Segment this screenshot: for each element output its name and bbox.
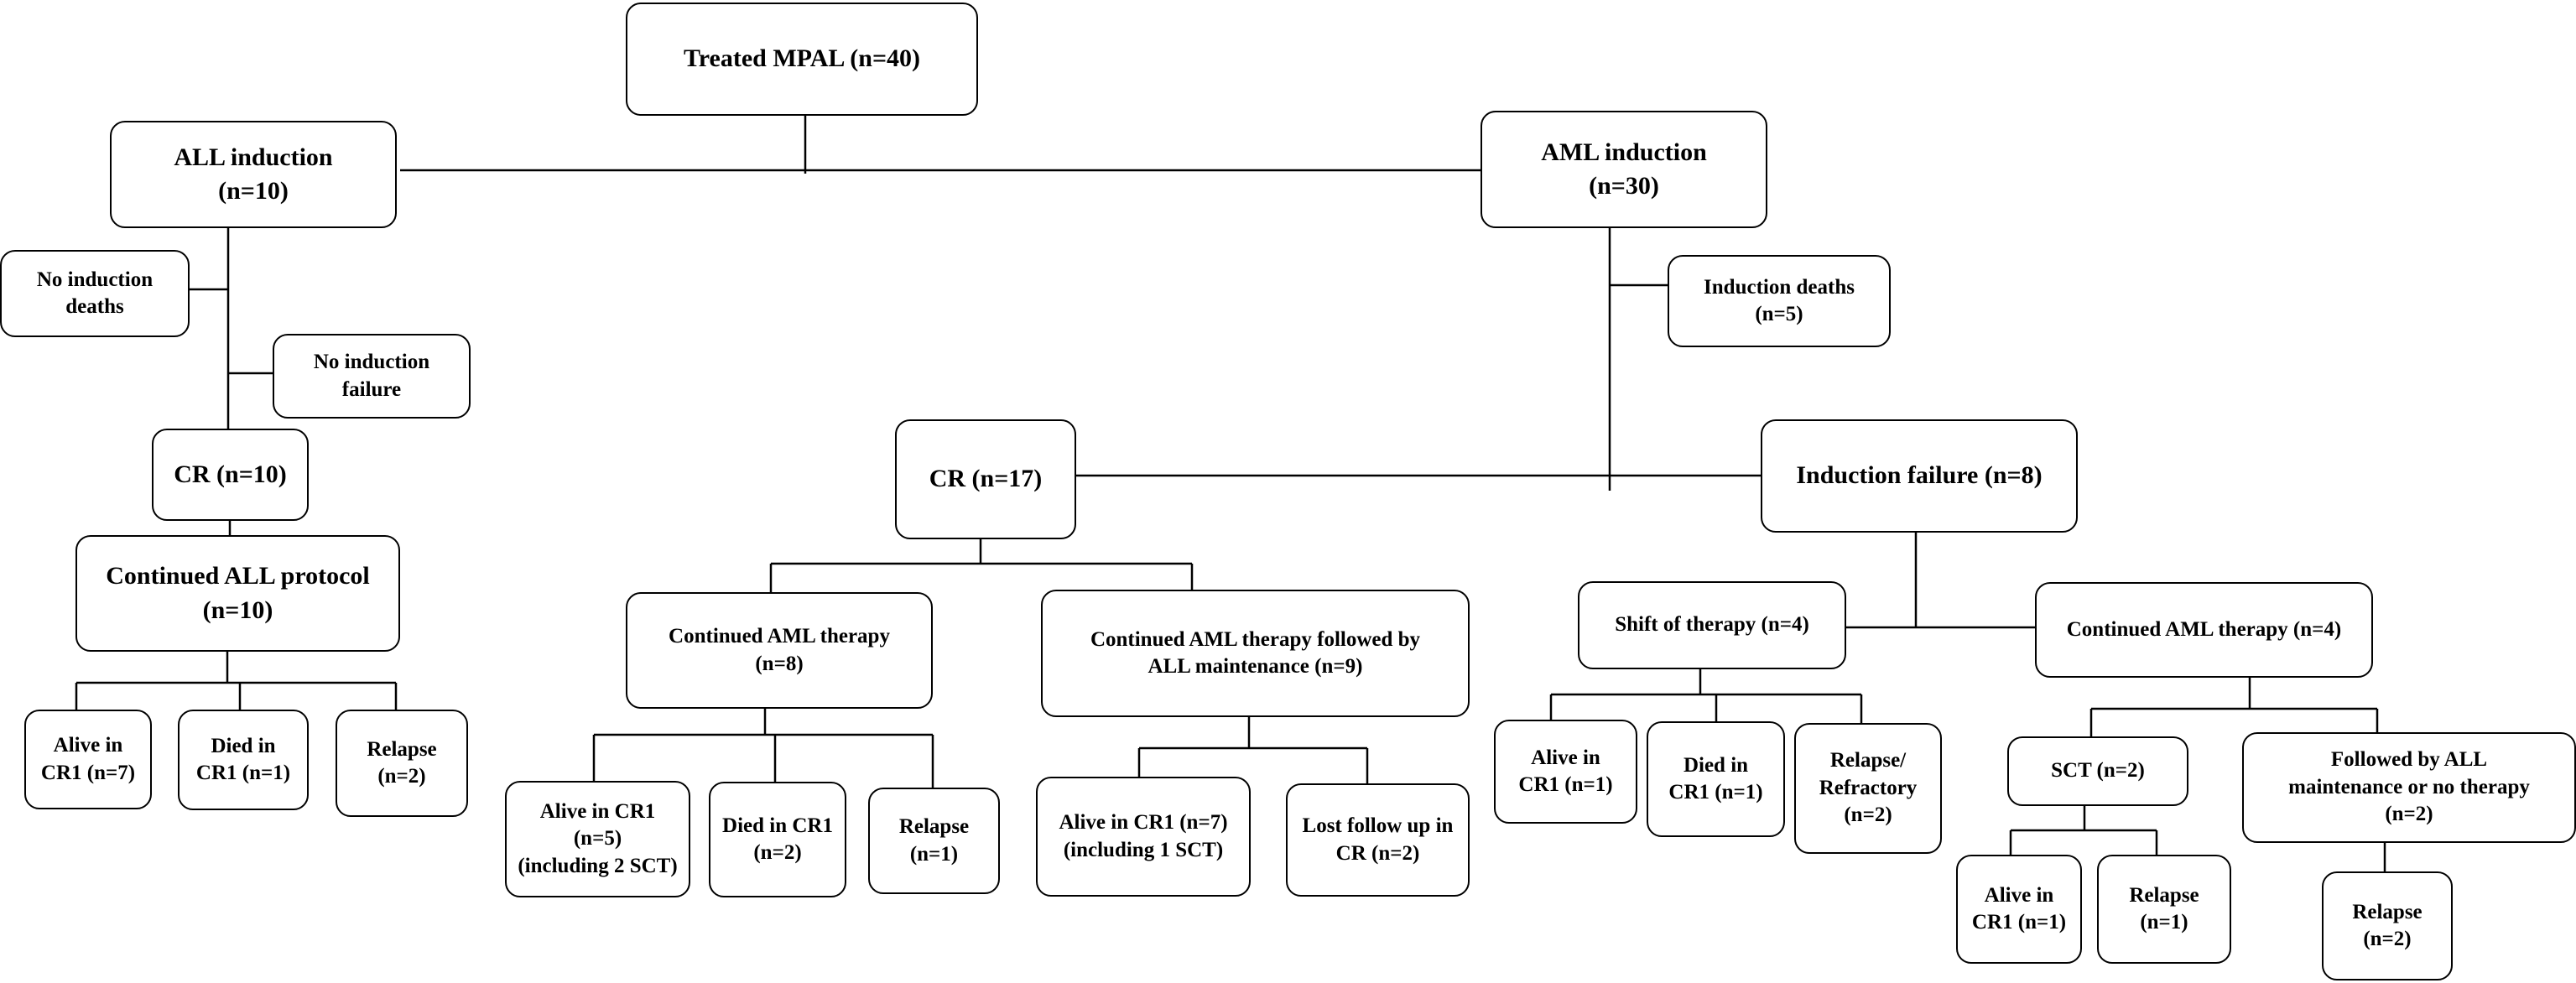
node-continued-aml-all-maintenance: Continued AML therapy followed by ALL ma… bbox=[1041, 590, 1470, 717]
node-all-died-cr1: Died in CR1 (n=1) bbox=[178, 710, 309, 810]
node-no-induction-failure: No induction failure bbox=[273, 334, 471, 419]
node-induction-failure: Induction failure (n=8) bbox=[1761, 419, 2078, 533]
node-aml-alive-cr1: Alive in CR1 (n=5) (including 2 SCT) bbox=[505, 781, 690, 897]
node-sct-relapse: Relapse (n=1) bbox=[2097, 855, 2231, 964]
node-no-induction-deaths: No induction deaths bbox=[0, 250, 190, 337]
node-maint-relapse: Relapse (n=2) bbox=[2322, 871, 2453, 980]
node-all-alive-cr1: Alive in CR1 (n=7) bbox=[24, 710, 152, 809]
node-aml-died-cr1: Died in CR1 (n=2) bbox=[709, 782, 846, 897]
node-all-induction: ALL induction (n=10) bbox=[110, 121, 397, 228]
node-shift-alive-cr1: Alive in CR1 (n=1) bbox=[1494, 720, 1637, 824]
node-shift-died-cr1: Died in CR1 (n=1) bbox=[1647, 721, 1785, 837]
node-maint-lost-followup: Lost follow up in CR (n=2) bbox=[1286, 783, 1470, 897]
node-shift-relapse-refractory: Relapse/ Refractory (n=2) bbox=[1794, 723, 1942, 854]
node-aml-induction: AML induction (n=30) bbox=[1481, 111, 1767, 228]
node-followed-all-maintenance: Followed by ALL maintenance or no therap… bbox=[2242, 732, 2576, 843]
node-cr-all: CR (n=10) bbox=[152, 429, 309, 521]
node-failure-continued-aml: Continued AML therapy (n=4) bbox=[2035, 582, 2373, 678]
node-treated-mpal: Treated MPAL (n=40) bbox=[626, 3, 978, 116]
node-sct: SCT (n=2) bbox=[2007, 736, 2188, 806]
node-sct-alive-cr1: Alive in CR1 (n=1) bbox=[1956, 855, 2082, 964]
node-maint-alive-cr1: Alive in CR1 (n=7) (including 1 SCT) bbox=[1036, 777, 1251, 897]
node-continued-all-protocol: Continued ALL protocol (n=10) bbox=[75, 535, 400, 652]
node-shift-of-therapy: Shift of therapy (n=4) bbox=[1578, 581, 1846, 669]
node-continued-aml-therapy: Continued AML therapy (n=8) bbox=[626, 592, 933, 709]
node-induction-deaths: Induction deaths (n=5) bbox=[1668, 255, 1891, 347]
node-aml-relapse: Relapse (n=1) bbox=[868, 788, 1000, 894]
node-cr-aml: CR (n=17) bbox=[895, 419, 1076, 539]
node-all-relapse: Relapse (n=2) bbox=[336, 710, 468, 817]
